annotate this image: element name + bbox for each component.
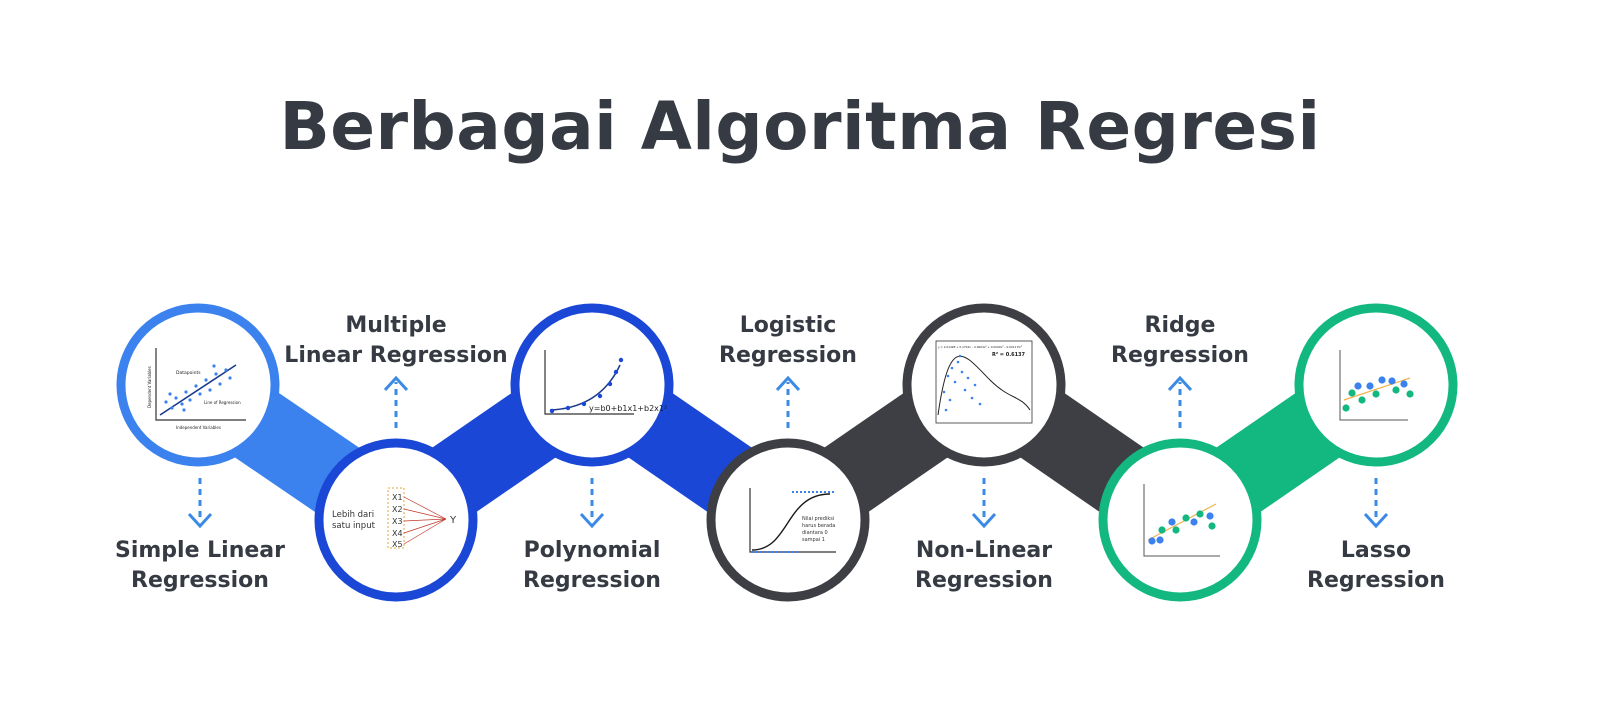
- output-y: Y: [449, 515, 457, 526]
- ridge-chart-icon: [1143, 484, 1220, 557]
- label-line2: Regression: [1307, 568, 1445, 593]
- arrow-up-logistic: [775, 375, 801, 428]
- more-than-one-input-line2: satu input: [332, 521, 376, 531]
- label-line1: Simple Linear: [114, 538, 286, 563]
- logistic-note-line4: sampai 1: [802, 537, 825, 543]
- circles: [116, 303, 1458, 602]
- label-lasso-regression: Lasso Regression: [1246, 536, 1506, 596]
- arrow-up-multiple: [383, 375, 409, 428]
- label-multiple-linear-regression: Multiple Linear Regression: [266, 311, 526, 371]
- multiple-linear-icon: Lebih dari satu input X1 X2 X3 X4 X5 Y: [332, 487, 457, 549]
- label-polynomial-regression: Polynomial Regression: [462, 536, 722, 596]
- independent-variables-label: Independent Variables: [176, 425, 221, 430]
- nonlinear-equation: y = 2.0149E + 0.1702x – 0.0004x² + 0.000…: [938, 345, 1023, 349]
- circle-nonlinear: [902, 303, 1066, 467]
- page-title: Berbagai Algoritma Regresi: [279, 88, 1321, 165]
- logistic-note-line3: diantara 0: [802, 530, 828, 536]
- datapoints-label: Datapoints: [176, 370, 201, 376]
- logistic-note-line2: harus berada: [802, 523, 835, 529]
- arrow-down-lasso: [1363, 478, 1389, 529]
- lasso-chart-icon: [1339, 350, 1414, 421]
- label-line2: Regression: [719, 343, 857, 368]
- r-squared: R² = 0.6137: [992, 352, 1026, 358]
- circle-polynomial: [510, 303, 674, 467]
- arrow-down-nonlinear: [971, 478, 997, 529]
- circle-logistic: [706, 438, 870, 602]
- input-x2: X2: [392, 505, 403, 514]
- nonlinear-chart-icon: y = 2.0149E + 0.1702x – 0.0004x² + 0.000…: [935, 340, 1033, 424]
- circle-simple-linear: [116, 303, 280, 467]
- arrow-down-polynomial: [579, 478, 605, 529]
- input-x5: X5: [392, 540, 403, 549]
- polynomial-chart-icon: y=b0+b1x1+b2x1²: [544, 350, 667, 415]
- input-x3: X3: [392, 517, 403, 526]
- logistic-note-line1: Nilai prediksi: [802, 516, 834, 522]
- label-line2: Regression: [1111, 343, 1249, 368]
- label-logistic-regression: Logistic Regression: [658, 311, 918, 371]
- label-line1: Multiple: [345, 313, 447, 338]
- input-x1: X1: [392, 493, 403, 502]
- polynomial-equation: y=b0+b1x1+b2x1²: [589, 404, 667, 413]
- arrows: [187, 375, 1389, 529]
- more-than-one-input-line1: Lebih dari: [332, 510, 374, 520]
- circle-multiple-linear: [314, 438, 478, 602]
- circle-ridge: [1098, 438, 1262, 602]
- label-line2: Regression: [915, 568, 1053, 593]
- label-line1: Non-Linear: [915, 538, 1053, 563]
- label-ridge-regression: Ridge Regression: [1050, 311, 1310, 371]
- arrow-down-simple: [187, 478, 213, 529]
- line-of-regression-label: Line of Regression: [204, 400, 241, 405]
- input-x4: X4: [392, 529, 403, 538]
- simple-linear-chart-icon: Datapoints Line of Regression Independen…: [147, 348, 246, 430]
- label-line2: Linear Regression: [284, 343, 508, 368]
- logistic-chart-icon: Nilai prediksi harus berada diantara 0 s…: [749, 488, 836, 553]
- label-line1: Lasso: [1340, 538, 1412, 563]
- arrow-up-ridge: [1167, 375, 1193, 428]
- circle-lasso: [1294, 303, 1458, 467]
- label-line2: Regression: [523, 568, 661, 593]
- label-line2: Regression: [131, 568, 269, 593]
- label-line1: Logistic: [739, 313, 837, 338]
- dependent-variables-label: Dependent Variables: [147, 366, 152, 408]
- label-line1: Ridge: [1144, 313, 1216, 338]
- label-simple-linear-regression: Simple Linear Regression: [70, 536, 330, 596]
- label-line1: Polynomial: [523, 538, 661, 563]
- label-nonlinear-regression: Non-Linear Regression: [854, 536, 1114, 596]
